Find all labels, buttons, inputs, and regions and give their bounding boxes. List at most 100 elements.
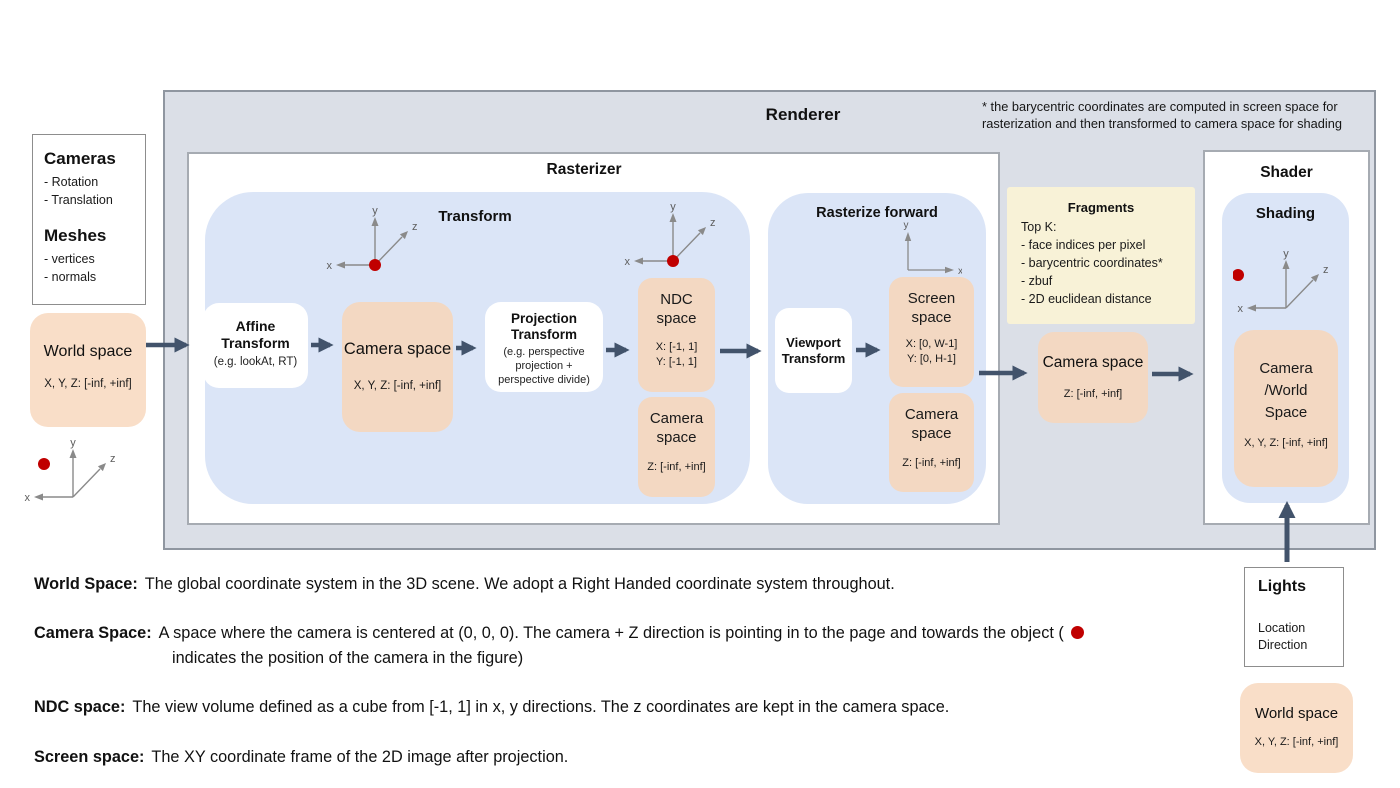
definition-text: The XY coordinate frame of the 2D image …: [151, 748, 569, 766]
ndc-range-y: Y: [-1, 1]: [656, 356, 697, 368]
camera-world-line: /World: [1264, 382, 1308, 399]
fragments-title: Fragments: [1067, 200, 1135, 215]
footnote-line: * the barycentric coordinates are comput…: [982, 99, 1338, 114]
camera-space-z-title: Camera space: [649, 410, 704, 446]
cameras-item: - Translation: [44, 193, 113, 207]
axis-label-z: z: [1323, 264, 1329, 276]
camera-position-dot-icon: [1070, 626, 1084, 639]
meshes-item: - vertices: [44, 252, 95, 266]
shader-title: Shader: [1260, 164, 1313, 181]
affine-transform-box: Affine Transform (e.g. lookAt, RT): [203, 303, 308, 388]
camera-world-range: X, Y, Z: [-inf, +inf]: [1244, 437, 1328, 449]
camera-position-dot: [369, 259, 381, 271]
camera-world-space-box: Camera /World Space X, Y, Z: [-inf, +inf…: [1234, 330, 1338, 487]
lights-item: Location: [1258, 621, 1306, 635]
cameras-item: - Rotation: [44, 175, 99, 189]
meshes-title: Meshes: [44, 226, 107, 245]
world-space-box: World space X, Y, Z: [-inf, +inf]: [30, 313, 146, 427]
rasterizer-title: Rasterizer: [546, 161, 622, 178]
fragments-camera-space-box: Camera space Z: [-inf, +inf]: [1038, 332, 1148, 423]
world-space-range: X, Y, Z: [-inf, +inf]: [44, 378, 132, 390]
lights-item: Direction: [1258, 638, 1308, 652]
camera-space-z-box: Camera space Z: [-inf, +inf]: [638, 397, 715, 497]
definition-text: The view volume defined as a cube from […: [132, 698, 950, 716]
axis-label-y: y: [70, 437, 76, 449]
rf-camera-space-range: Z: [-inf, +inf]: [902, 457, 961, 469]
lights-box: Lights Location Direction: [1244, 567, 1344, 667]
rf-camera-space-box: Camera space Z: [-inf, +inf]: [889, 393, 974, 492]
shading-axes-icon: x y z: [1233, 248, 1329, 315]
axis-label-y: y: [670, 201, 676, 213]
projection-transform-subtitle: (e.g. perspective projection + perspecti…: [498, 346, 590, 386]
axis-label-x: x: [1238, 303, 1244, 315]
ndc-space-title: NDC space: [656, 291, 697, 327]
definition-term: Screen space:: [34, 748, 145, 766]
viewport-transform-box: Viewport Transform: [775, 308, 852, 393]
axis-label-y: y: [904, 220, 909, 231]
lights-title: Lights: [1258, 578, 1306, 595]
camera-world-line: Space: [1264, 404, 1308, 421]
definition-ndc-space: NDC space: The view volume defined as a c…: [34, 695, 1106, 720]
camera-space-z-range: Z: [-inf, +inf]: [647, 461, 706, 473]
camera-position-dot: [38, 458, 50, 470]
world-space-bottom-range: X, Y, Z: [-inf, +inf]: [1254, 736, 1339, 748]
cameras-title: Cameras: [44, 149, 116, 168]
transform-title: Transform: [438, 208, 512, 225]
transform-axes-icon: x y z: [327, 205, 418, 272]
shading-title: Shading: [1255, 205, 1316, 222]
world-space-bottom-title: World space: [1254, 705, 1339, 722]
world-space-title: World space: [43, 343, 133, 360]
world-space-bottom-box: World space X, Y, Z: [-inf, +inf]: [1240, 683, 1353, 773]
definition-term: World Space:: [34, 575, 138, 593]
camera-space-range: X, Y, Z: [-inf, +inf]: [353, 380, 442, 392]
definitions: World Space:The global coordinate system…: [34, 572, 1106, 788]
camera-position-dot: [667, 255, 679, 267]
screen-range-x: X: [0, W-1]: [905, 338, 958, 350]
axis-label-y: y: [372, 205, 378, 217]
camera-space-title: Camera space: [343, 340, 452, 358]
axis-label-z: z: [412, 221, 418, 233]
definition-text: indicates the position of the camera in …: [172, 649, 524, 667]
meshes-item: - normals: [44, 270, 97, 284]
axis-label-x: x: [327, 260, 333, 272]
fragments-camera-space-range: Z: [-inf, +inf]: [1063, 388, 1123, 400]
definition-camera-space: Camera Space: A space where the camera is…: [34, 621, 1106, 671]
rf-camera-space-title: Camera space: [904, 406, 959, 442]
fragments-item: - 2D euclidean distance: [1021, 292, 1152, 306]
ndc-range-x: X: [-1, 1]: [655, 341, 698, 353]
ndc-axes-icon: x y z: [625, 201, 716, 268]
axis-label-x: x: [625, 256, 631, 268]
affine-transform-subtitle: (e.g. lookAt, RT): [213, 356, 298, 368]
axis-label-y: y: [1283, 248, 1289, 260]
camera-world-line: Camera: [1259, 360, 1313, 377]
ndc-space-box: NDC space X: [-1, 1] Y: [-1, 1]: [638, 278, 715, 392]
projection-transform-box: Projection Transform (e.g. perspective p…: [485, 302, 603, 392]
viewport-transform-title: Viewport Transform: [781, 334, 846, 366]
fragments-item: - face indices per pixel: [1021, 238, 1146, 252]
rasterize-forward-title: Rasterize forward: [816, 205, 938, 221]
definition-text: A space where the camera is centered at …: [158, 624, 1064, 642]
axis-label-z: z: [710, 217, 716, 229]
axis-label-x: x: [25, 492, 31, 504]
screen-space-title: Screen space: [907, 290, 956, 326]
definition-world-space: World Space:The global coordinate system…: [34, 572, 1106, 597]
fragments-item: - zbuf: [1021, 274, 1053, 288]
definition-term: NDC space:: [34, 698, 126, 716]
definition-term: Camera Space:: [34, 624, 152, 642]
screen-range-y: Y: [0, H-1]: [907, 353, 956, 365]
fragments-box: Fragments Top K: - face indices per pixe…: [1007, 187, 1195, 324]
fragments-intro: Top K:: [1021, 220, 1057, 234]
renderer-title: Renderer: [765, 105, 841, 124]
axis-label-x: x: [958, 266, 962, 277]
fragments-camera-space-title: Camera space: [1042, 354, 1144, 371]
projection-transform-title: Projection Transform: [510, 311, 578, 342]
footnote: * the barycentric coordinates are comput…: [982, 98, 1357, 132]
fragments-item: - barycentric coordinates*: [1021, 256, 1163, 270]
camera-space-box: Camera space X, Y, Z: [-inf, +inf]: [342, 302, 453, 432]
affine-transform-title: Affine Transform: [221, 318, 290, 351]
footnote-line: rasterization and then transformed to ca…: [982, 116, 1342, 131]
screen-space-box: Screen space X: [0, W-1] Y: [0, H-1]: [889, 277, 974, 387]
definition-screen-space: Screen space: The XY coordinate frame of …: [34, 745, 1106, 770]
